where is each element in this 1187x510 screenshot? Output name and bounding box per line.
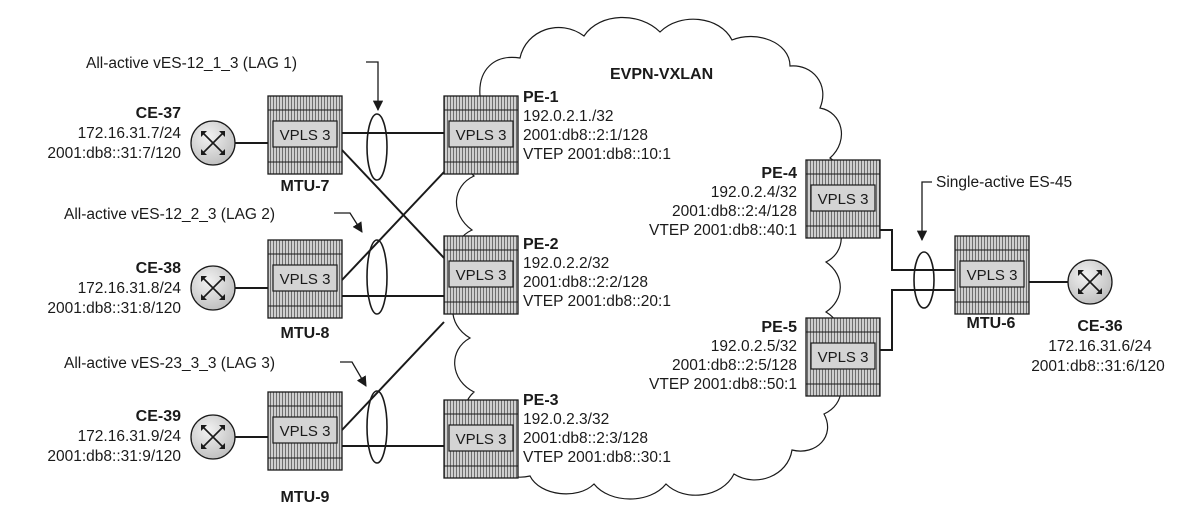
mtu-7-switch: VPLS 3 xyxy=(267,95,343,175)
mtu-7-name: MTU-7 xyxy=(281,178,330,195)
mtu-9-switch: VPLS 3 xyxy=(267,391,343,471)
lag3-ellipse xyxy=(366,390,388,464)
pe-3-vtep: VTEP 2001:db8::30:1 xyxy=(523,449,671,466)
lag3-label: All-active vES-23_3_3 (LAG 3) xyxy=(64,355,275,372)
mtu-6-switch-service-label: VPLS 3 xyxy=(967,267,1018,284)
ce-36-ipv6: 2001:db8::31:6/120 xyxy=(1031,358,1165,375)
mtu-8-switch-service-label: VPLS 3 xyxy=(280,271,331,288)
ce-38-ipv6: 2001:db8::31:8/120 xyxy=(47,300,181,317)
pe-3-ipv4: 192.0.2.3/32 xyxy=(523,411,609,428)
pe-5-switch-service-label: VPLS 3 xyxy=(818,349,869,366)
cloud-label: EVPN-VXLAN xyxy=(610,66,713,83)
lag-ellipses xyxy=(366,113,935,464)
ce-37-ipv4: 172.16.31.7/24 xyxy=(78,125,182,142)
pe-3-name: PE-3 xyxy=(523,392,559,409)
link-pe4-mtu6 xyxy=(880,229,955,271)
pe-5-ipv6: 2001:db8::2:5/128 xyxy=(672,357,797,374)
lag2-ellipse xyxy=(366,239,388,315)
pe-2-name: PE-2 xyxy=(523,236,559,253)
ce-37-ipv6: 2001:db8::31:7/120 xyxy=(47,145,181,162)
pe-2-label: PE-2 192.0.2.2/32 2001:db8::2:2/128 VTEP… xyxy=(523,236,671,310)
pe-1-ipv6: 2001:db8::2:1/128 xyxy=(523,127,648,144)
pe-4-vtep: VTEP 2001:db8::40:1 xyxy=(649,222,797,239)
ce-38-name: CE-38 xyxy=(136,260,181,277)
pe-5-label: PE-5 192.0.2.5/32 2001:db8::2:5/128 VTEP… xyxy=(649,319,797,393)
pe-2-switch-service-label: VPLS 3 xyxy=(456,267,507,284)
mtu-9-switch-service-label: VPLS 3 xyxy=(280,423,331,440)
customer-edge-routers xyxy=(190,120,1113,460)
mtu-8-name: MTU-8 xyxy=(281,325,330,342)
ce-38-ipv4: 172.16.31.8/24 xyxy=(78,280,182,297)
ce-37-label: CE-37 172.16.31.7/24 2001:db8::31:7/120 xyxy=(47,105,181,162)
pe-2-vtep: VTEP 2001:db8::20:1 xyxy=(523,293,671,310)
pe-4-switch-service-label: VPLS 3 xyxy=(818,191,869,208)
mtu-9-name: MTU-9 xyxy=(281,489,330,506)
link-mtu8-pe1 xyxy=(341,171,445,281)
mtu-6-name: MTU-6 xyxy=(967,315,1016,332)
ce-38-router-icon xyxy=(190,265,236,311)
pe-4-switch: VPLS 3 xyxy=(805,159,881,239)
ce-39-ipv4: 172.16.31.9/24 xyxy=(78,428,182,445)
annotation-arrows xyxy=(334,61,932,387)
pe-5-name: PE-5 xyxy=(761,319,797,336)
mtu-6-switch: VPLS 3 xyxy=(954,235,1030,315)
pe-5-vtep: VTEP 2001:db8::50:1 xyxy=(649,376,797,393)
pe-4-ipv4: 192.0.2.4/32 xyxy=(711,184,797,201)
ce-36-router-icon xyxy=(1067,259,1113,305)
provider-edge-routers: VPLS 3 VPLS 3 VPLS 3 VPLS 3 VPLS 3 xyxy=(443,95,881,479)
pe-4-label: PE-4 192.0.2.4/32 2001:db8::2:4/128 VTEP… xyxy=(649,165,797,239)
links xyxy=(235,132,1068,447)
ce-37-router-icon xyxy=(190,120,236,166)
pe-1-switch: VPLS 3 xyxy=(443,95,519,175)
pe-4-ipv6: 2001:db8::2:4/128 xyxy=(672,203,797,220)
es45-ellipse xyxy=(913,251,935,309)
ce-36-label: CE-36 172.16.31.6/24 2001:db8::31:6/120 xyxy=(1031,318,1165,375)
lag1-ellipse xyxy=(366,113,388,181)
pe-3-switch: VPLS 3 xyxy=(443,399,519,479)
pe-2-ipv6: 2001:db8::2:2/128 xyxy=(523,274,648,291)
pe-5-switch: VPLS 3 xyxy=(805,317,881,397)
pe-1-ipv4: 192.0.2.1./32 xyxy=(523,108,614,125)
pe-3-label: PE-3 192.0.2.3/32 2001:db8::2:3/128 VTEP… xyxy=(523,392,671,466)
pe-1-switch-service-label: VPLS 3 xyxy=(456,127,507,144)
link-mtu7-pe2 xyxy=(341,149,445,259)
pe-3-ipv6: 2001:db8::2:3/128 xyxy=(523,430,648,447)
pe-2-switch: VPLS 3 xyxy=(443,235,519,315)
ce-37-name: CE-37 xyxy=(136,105,181,122)
pe-1-name: PE-1 xyxy=(523,89,559,106)
pe-3-switch-service-label: VPLS 3 xyxy=(456,431,507,448)
ce-39-name: CE-39 xyxy=(136,408,181,425)
ce-36-name: CE-36 xyxy=(1077,318,1122,335)
pe-2-ipv4: 192.0.2.2/32 xyxy=(523,255,609,272)
pe-5-ipv4: 192.0.2.5/32 xyxy=(711,338,797,355)
ce-39-router-icon xyxy=(190,414,236,460)
ce-39-label: CE-39 172.16.31.9/24 2001:db8::31:9/120 xyxy=(47,408,181,465)
pe-1-label: PE-1 192.0.2.1./32 2001:db8::2:1/128 VTE… xyxy=(523,89,671,163)
pe-1-vtep: VTEP 2001:db8::10:1 xyxy=(523,146,671,163)
mtu-switches: VPLS 3 VPLS 3 VPLS 3 VPLS 3 xyxy=(267,95,1030,471)
link-mtu9-pe2 xyxy=(341,321,445,431)
ce-36-ipv4: 172.16.31.6/24 xyxy=(1048,338,1152,355)
pe-4-name: PE-4 xyxy=(761,165,797,182)
ce-38-label: CE-38 172.16.31.8/24 2001:db8::31:8/120 xyxy=(47,260,181,317)
mtu-7-switch-service-label: VPLS 3 xyxy=(280,127,331,144)
lag1-label: All-active vES-12_1_3 (LAG 1) xyxy=(86,55,297,72)
lag2-label: All-active vES-12_2_3 (LAG 2) xyxy=(64,206,275,223)
link-pe5-mtu6 xyxy=(880,289,955,351)
ce-39-ipv6: 2001:db8::31:9/120 xyxy=(47,448,181,465)
mtu-8-switch: VPLS 3 xyxy=(267,239,343,319)
es45-label: Single-active ES-45 xyxy=(936,174,1072,191)
